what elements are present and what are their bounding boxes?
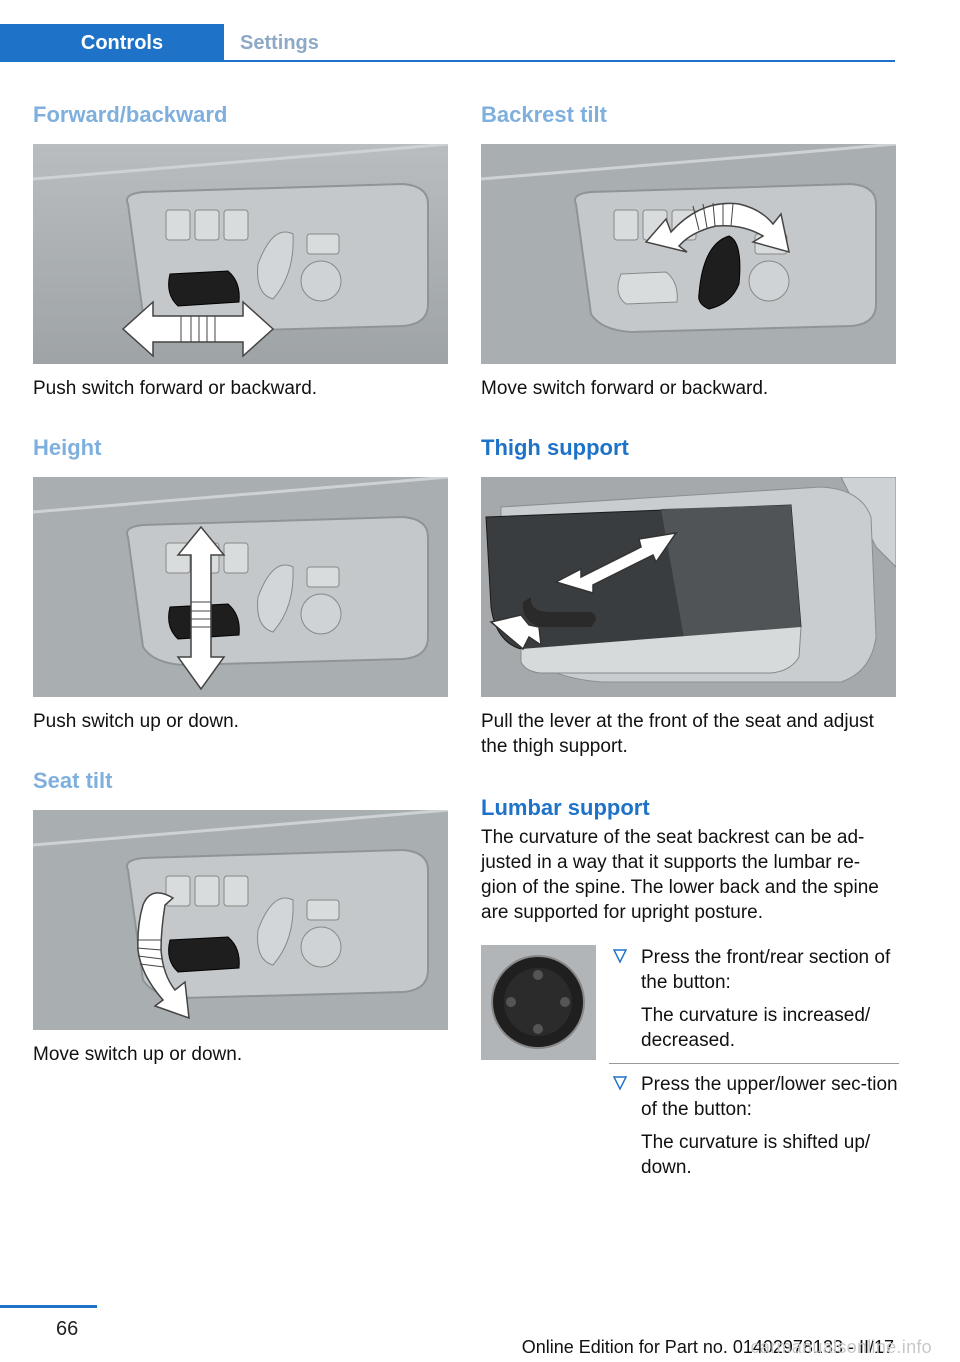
page-number: 66 [56,1318,79,1340]
header-tab-bar: Controls Settings [0,24,895,62]
heading-seat-tilt: Seat tilt [33,768,113,793]
footer-rule [0,1305,97,1308]
edition-text: Online Edition for Part no. 01402978133 … [521,1337,894,1357]
lumbar-paragraph: The curvature of the seat backrest can b… [481,827,879,923]
caption-seat-tilt: Move switch up or down. [33,1044,243,1065]
list-item-text: Press the front/rear section of the butt… [641,947,891,993]
heading-thigh-support: Thigh support [481,435,629,460]
caption-thigh-support: Pull the lever at the front of the seat … [481,711,874,757]
forward-backward-image [33,144,448,364]
seat-tilt-image [33,810,448,1030]
list-item-subtext: The curvature is shifted up/ down. [641,1132,871,1178]
lumbar-instruction-list: Press the front/rear section of the butt… [609,945,899,1180]
heading-backrest-tilt: Backrest tilt [481,102,607,127]
height-image [33,477,448,697]
backrest-tilt-image [481,144,896,364]
list-item-subtext: The curvature is increased/ decreased. [641,1005,871,1051]
list-item: Press the front/rear section of the butt… [609,945,899,1053]
heading-forward-backward: Forward/backward [33,102,228,127]
watermark: carmanualsonline.info [750,1337,932,1357]
left-column: Forward/backward Push switc [33,100,448,1067]
list-item-text: Press the upper/lower sec‐tion of the bu… [641,1074,898,1120]
list-divider [609,1063,899,1064]
list-triangle-icon [613,949,627,964]
caption-forward-backward: Push switch forward or backward. [33,378,318,399]
list-item: Press the upper/lower sec‐tion of the bu… [609,1072,899,1180]
right-column: Backrest tilt Move switch forward or bac… [481,100,899,1195]
heading-lumbar-support: Lumbar support [481,795,650,820]
caption-height: Push switch up or down. [33,711,239,732]
caption-backrest-tilt: Move switch forward or backward. [481,378,769,399]
list-triangle-icon [613,1076,627,1091]
lumbar-knob-image [481,945,596,1060]
heading-height: Height [33,435,102,460]
tab-settings[interactable]: Settings [240,32,319,54]
lumbar-section: Press the front/rear section of the butt… [481,945,899,1195]
thigh-support-image [481,477,896,697]
tab-controls[interactable]: Controls [0,24,224,62]
